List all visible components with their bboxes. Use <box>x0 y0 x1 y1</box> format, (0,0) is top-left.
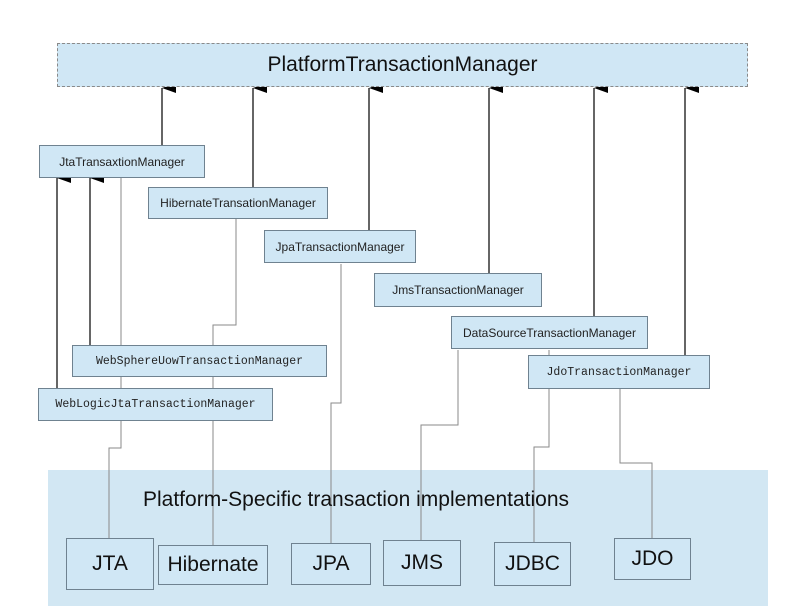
impl-jdo: JDO <box>614 538 691 580</box>
impl-jdbc: JDBC <box>494 542 571 586</box>
impl-jpa: JPA <box>291 543 371 585</box>
jpa-transaction-manager: JpaTransactionManager <box>264 230 416 263</box>
connector-jdo <box>619 389 653 538</box>
connector-jta <box>108 178 122 538</box>
connector-jpa <box>330 264 342 543</box>
connector-jms <box>420 350 459 540</box>
platform-transaction-manager: PlatformTransactionManager <box>57 43 748 87</box>
jdo-transaction-manager: JdoTransactionManager <box>528 355 710 389</box>
implementations-title-text: Platform-Specific transaction implementa… <box>143 488 570 511</box>
jms-transaction-manager: JmsTransactionManager <box>374 273 542 307</box>
impl-jms: JMS <box>383 540 461 586</box>
connector-jdbc <box>533 350 550 542</box>
impl-hibernate: Hibernate <box>158 545 268 585</box>
connector-hibernate <box>212 214 237 545</box>
impl-jta: JTA <box>66 538 154 590</box>
websphere-uow-transaction-manager: WebSphereUowTransactionManager <box>72 345 327 377</box>
hibernate-transaction-manager: HibernateTransationManager <box>148 187 328 219</box>
datasource-transaction-manager: DataSourceTransactionManager <box>451 316 648 349</box>
weblogic-jta-transaction-manager: WebLogicJtaTransactionManager <box>38 388 273 421</box>
jta-transaction-manager: JtaTransaxtionManager <box>39 145 205 178</box>
